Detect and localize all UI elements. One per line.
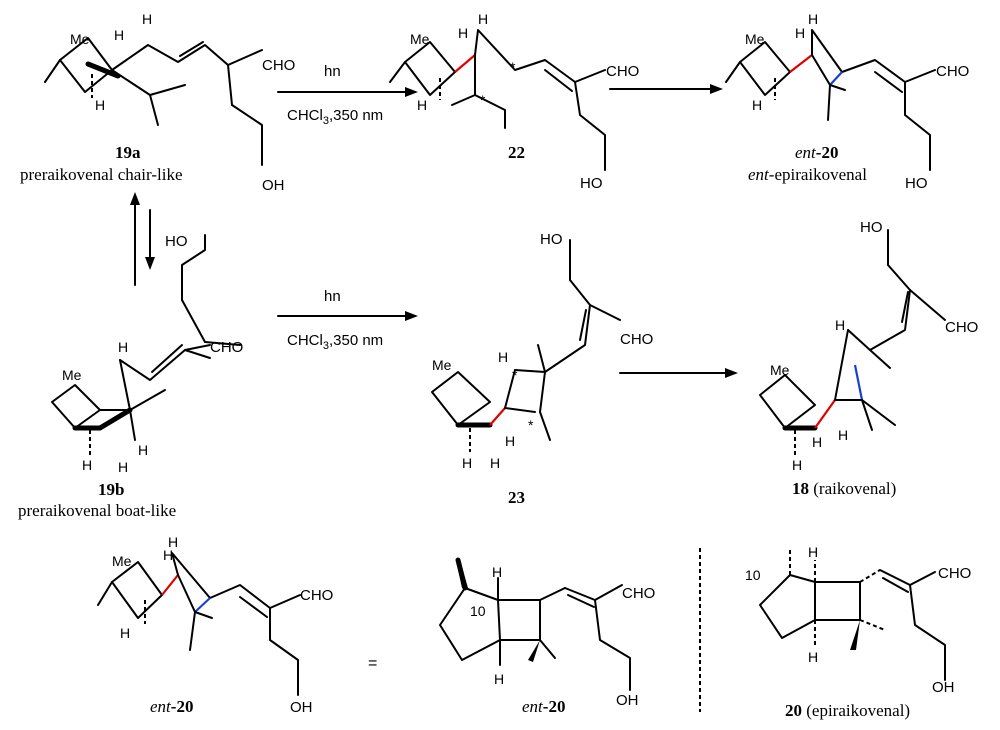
structure-ent-20-top: Me H H H CHO HO ent-20 ent-epiraikovenal [725,11,969,192]
svg-text:H: H [142,11,152,27]
svg-text:ent-epiraikovenal: ent-epiraikovenal [748,165,867,184]
svg-text:H: H [490,455,500,471]
svg-text:20 (epiraikovenal): 20 (epiraikovenal) [785,701,910,720]
svg-text:H: H [505,433,515,449]
svg-text:Me: Me [62,367,82,383]
svg-text:preraikovenal boat-like: preraikovenal boat-like [18,501,176,520]
svg-text:H: H [118,339,128,355]
structure-20: 10 H H CHO OH 20 (epiraikovenal) [745,544,971,720]
structure-22: Me H H H * * CHO HO 22 [389,11,639,192]
svg-text:HO: HO [165,233,188,250]
svg-text:hn: hn [324,288,341,305]
svg-text:H: H [120,625,130,641]
svg-text:H: H [494,671,504,687]
svg-text:H: H [114,27,124,43]
structure-ent-20-bottom-3d: Me H H H CHO OH ent-20 [97,534,333,716]
svg-text:CHO: CHO [938,565,971,582]
svg-text:CHCl3,350 nm: CHCl3,350 nm [287,107,383,127]
structure-19a: Me H H H CHO OH 19a preraikovenal chair-… [20,11,295,194]
svg-text:19a: 19a [115,143,141,162]
svg-text:CHO: CHO [945,319,978,336]
svg-text:19b: 19b [98,480,124,499]
svg-text:H: H [458,25,468,41]
svg-text:H: H [792,457,802,473]
svg-text:H: H [118,459,128,475]
svg-text:CHO: CHO [936,63,969,80]
svg-text:H: H [838,427,848,443]
svg-text:HO: HO [905,175,928,192]
svg-text:CHO: CHO [622,585,655,602]
svg-text:H: H [95,97,105,113]
svg-text:ent-20: ent-20 [522,697,565,716]
svg-text:HO: HO [580,175,603,192]
svg-text:CHO: CHO [606,63,639,80]
svg-text:HO: HO [860,219,883,236]
svg-text:Me: Me [770,362,790,378]
svg-text:CHO: CHO [210,339,243,356]
svg-text:H: H [808,649,818,665]
svg-text:22: 22 [508,143,525,162]
svg-text:OH: OH [616,692,639,709]
svg-text:H: H [752,97,762,113]
svg-text:Me: Me [432,357,452,373]
svg-text:HO: HO [540,231,563,248]
svg-text:*: * [512,367,518,383]
svg-text:H: H [808,544,818,560]
svg-text:H: H [417,97,427,113]
svg-text:H: H [163,547,173,563]
svg-text:ent-20: ent-20 [150,697,193,716]
svg-text:hn: hn [324,63,341,80]
svg-text:23: 23 [508,488,525,507]
reaction-arrows [130,84,738,712]
svg-text:OH: OH [262,177,285,194]
svg-text:H: H [812,434,822,450]
svg-text:H: H [168,534,178,550]
svg-text:OH: OH [290,699,313,716]
reagents-top: hn CHCl3,350 nm [287,63,383,127]
svg-text:10: 10 [745,567,761,583]
svg-text:*: * [480,92,486,108]
svg-text:*: * [528,417,534,433]
svg-text:ent-20: ent-20 [795,143,838,162]
svg-text:Me: Me [112,553,132,569]
svg-text:H: H [138,442,148,458]
svg-text:OH: OH [932,679,955,696]
svg-text:*: * [510,59,516,75]
svg-text:CHO: CHO [300,587,333,604]
svg-text:18 (raikovenal): 18 (raikovenal) [792,479,896,498]
structure-ent-20-bottom-2d: 10 H H CHO OH ent-20 [439,557,655,716]
svg-text:10: 10 [470,603,486,619]
svg-text:H: H [462,455,472,471]
svg-text:Me: Me [745,31,765,47]
reagents-middle: hn CHCl3,350 nm [287,288,383,352]
structure-19b: Me H H H H CHO HO 19b preraikovenal boat… [18,233,243,520]
structure-23: Me H H H H * * CHO HO 23 [431,231,653,507]
svg-text:CHO: CHO [262,57,295,74]
svg-text:H: H [82,457,92,473]
svg-text:Me: Me [70,31,90,47]
svg-text:H: H [795,25,805,41]
svg-text:H: H [478,11,488,27]
structure-18: Me H H H H CHO HO 18 (raikovenal) [759,219,978,498]
svg-text:H: H [492,564,502,580]
svg-text:preraikovenal chair-like: preraikovenal chair-like [20,165,183,184]
svg-text:CHO: CHO [620,331,653,348]
svg-text:CHCl3,350 nm: CHCl3,350 nm [287,332,383,352]
svg-text:H: H [808,11,818,27]
svg-text:H: H [835,317,845,333]
svg-text:H: H [498,349,508,365]
svg-text:Me: Me [410,31,430,47]
equals-sign: = [368,655,377,672]
